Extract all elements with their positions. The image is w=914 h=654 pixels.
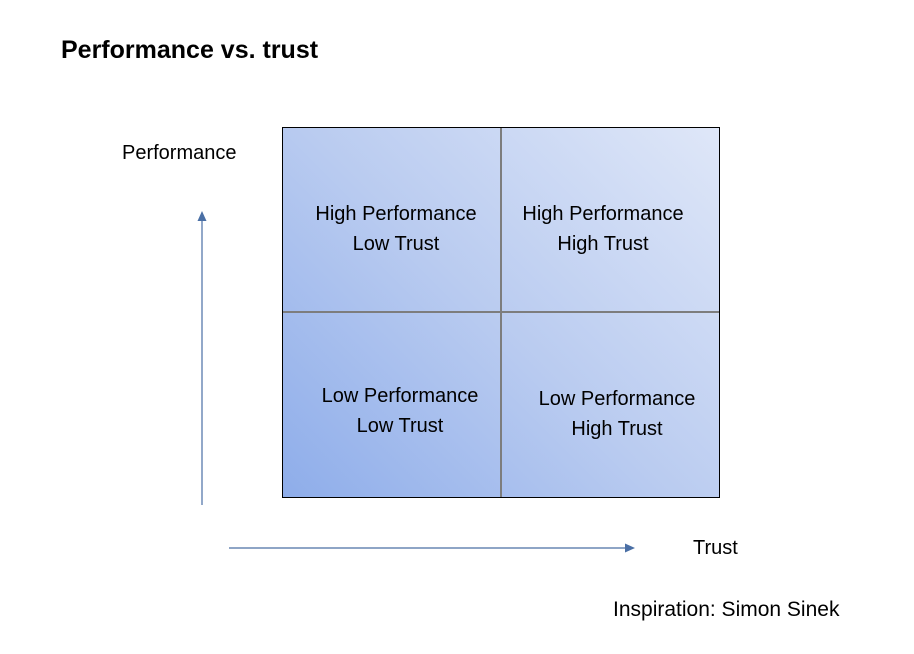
quadrant-label-line1: High Performance	[522, 203, 684, 225]
diagram-title: Performance vs. trust	[61, 36, 319, 64]
quadrant-label-line2: Low Trust	[356, 415, 444, 437]
quadrant-high-performance-high-trust: High Performance High Trust	[494, 199, 712, 259]
y-axis-arrowhead	[197, 211, 207, 221]
quadrant-label-line1: Low Performance	[538, 388, 696, 410]
quadrant-label-line2: Low Trust	[352, 233, 440, 255]
quadrant-label-line1: High Performance	[315, 203, 477, 225]
quadrant-label-line2: High Trust	[571, 418, 663, 440]
x-axis-arrowhead	[625, 543, 635, 553]
quadrant-low-performance-high-trust: Low Performance High Trust	[508, 384, 726, 444]
quadrant-low-performance-low-trust: Low Performance Low Trust	[291, 381, 509, 441]
horizontal-divider	[283, 311, 719, 313]
quadrant-label-line2: High Trust	[557, 233, 649, 255]
quadrant-label-line1: Low Performance	[321, 385, 479, 407]
y-axis-label: Performance	[122, 142, 237, 164]
x-axis-label: Trust	[693, 537, 738, 559]
quadrant-high-performance-low-trust: High Performance Low Trust	[287, 199, 505, 259]
trust-performance-matrix: High Performance Low Trust High Performa…	[282, 127, 720, 498]
credit-text: Inspiration: Simon Sinek	[613, 598, 840, 621]
